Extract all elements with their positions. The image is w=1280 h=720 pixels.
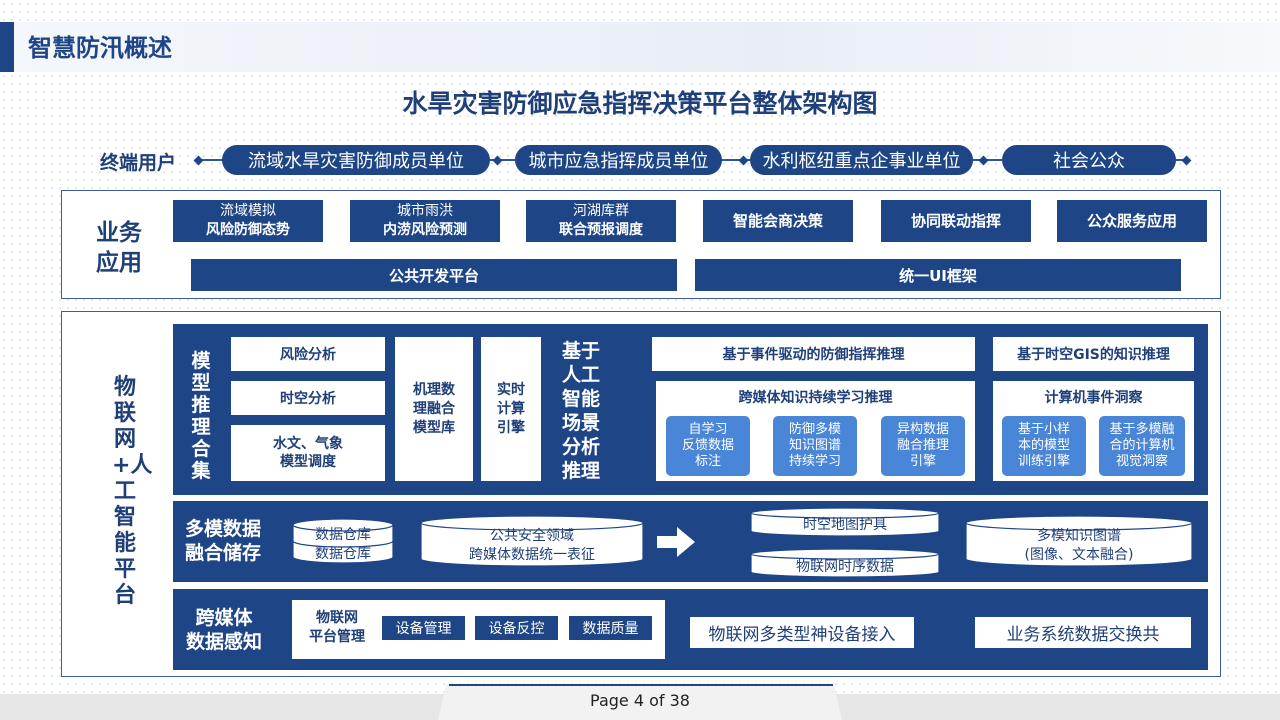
app-city-flood: 城市雨洪 内涝风险预测 — [350, 200, 500, 242]
spatial-map-cylinder — [749, 507, 941, 537]
arrow-right-icon — [657, 527, 695, 557]
header-accent-bar — [0, 22, 14, 72]
user-basin-members: 流域水旱灾害防御成员单位 — [222, 145, 490, 175]
data-storage-label: 多模数据 融合储存 — [185, 518, 262, 564]
connector-dot — [978, 155, 989, 166]
business-exchange-box: 业务系统数据交换共 — [975, 617, 1191, 648]
realtime-compute-engine: 实时 计算 引擎 — [481, 337, 541, 481]
data-quality-button: 数据质量 — [569, 616, 652, 640]
app-line1: 河湖库群 — [573, 203, 629, 219]
spatial-map-label: 时空地图护具 — [803, 517, 887, 533]
mechanism-model-library: 机理数 理融合 模型库 — [395, 337, 473, 481]
device-control-button: 设备反控 — [475, 616, 558, 640]
multimodal-vision-insight: 基于多模融 合的计算机 视觉洞察 — [1099, 416, 1185, 476]
event-driven-reasoning: 基于事件驱动的防御指挥推理 — [652, 337, 975, 371]
iot-series-label: 物联网时序数据 — [796, 559, 894, 575]
business-label-line2: 应用 — [96, 250, 142, 276]
header-band — [0, 22, 1280, 72]
app-line2: 内涝风险预测 — [383, 222, 467, 238]
warehouse-label-2: 数据仓库 — [315, 546, 371, 562]
connector-dot — [492, 155, 503, 166]
self-learning-feedback: 自学习 反馈数据 标注 — [666, 416, 750, 476]
user-hydro-enterprises: 水利枢纽重点企事业单位 — [750, 145, 973, 175]
business-application-label: 业务 应用 — [96, 218, 142, 278]
knowledge-graph-learning: 防御多模 知识图谱 持续学习 — [773, 416, 857, 476]
diagram-title: 水旱灾害防御应急指挥决策平台整体架构图 — [402, 89, 878, 118]
user-public: 社会公众 — [1002, 145, 1176, 175]
data-perception-label: 跨媒体 数据感知 — [186, 607, 263, 653]
spatiotemporal-analysis-box: 时空分析 — [231, 381, 385, 415]
few-shot-training-engine: 基于小样 本的模型 训练引擎 — [1002, 416, 1086, 476]
iot-ai-platform-label: 物联网+人工智能平台 — [112, 375, 153, 608]
app-line2: 联合预报调度 — [559, 222, 643, 238]
connector-dot — [738, 155, 749, 166]
public-dev-platform: 公共开发平台 — [191, 259, 677, 291]
warehouse-label-1: 数据仓库 — [315, 527, 371, 543]
risk-analysis-box: 风险分析 — [231, 337, 385, 371]
app-line1: 流域模拟 — [220, 203, 276, 219]
footer-accent-line — [449, 684, 833, 686]
app-line2: 风险防御态势 — [206, 222, 290, 238]
app-basin-risk: 流域模拟 风险防御态势 — [173, 200, 323, 242]
gis-knowledge-reasoning: 基于时空GIS的知识推理 — [993, 337, 1194, 371]
app-reservoir-dispatch: 河湖库群 联合预报调度 — [526, 200, 676, 242]
user-city-emergency: 城市应急指挥成员单位 — [515, 145, 722, 175]
data-warehouse-cylinder — [291, 517, 395, 565]
ai-scene-reasoning-label: 基于 人工 智能 场景 分析 推理 — [561, 340, 600, 482]
page-number: Page 4 of 38 — [590, 691, 690, 710]
device-access-box: 物联网多类型神设备接入 — [690, 617, 914, 648]
cross-media-learning-title: 跨媒体知识持续学习推理 — [738, 390, 893, 406]
public-safety-cylinder — [419, 514, 645, 568]
business-label-line1: 业务 — [96, 220, 142, 246]
knowledge-graph-label: 多模知识图谱 (图像、文本融合) — [1024, 528, 1134, 563]
hydro-weather-dispatch-box: 水文、气象 模型调度 — [231, 425, 385, 481]
unified-ui-framework: 统一UI框架 — [695, 259, 1181, 291]
iot-series-cylinder — [749, 548, 941, 578]
terminal-users-label: 终端用户 — [100, 152, 177, 174]
heterogeneous-fusion-engine: 异构数据 融合推理 引擎 — [881, 416, 965, 476]
knowledge-graph-cylinder — [964, 514, 1194, 568]
computer-event-insight-title: 计算机事件洞察 — [1044, 390, 1143, 406]
connector-dot — [193, 155, 204, 166]
public-safety-label: 公共安全领域 跨媒体数据统一表征 — [469, 528, 595, 563]
iot-platform-label: 物联网 平台管理 — [309, 610, 365, 645]
model-reasoning-label: 模型推理合集 — [191, 350, 211, 482]
app-smart-consultation: 智能会商决策 — [703, 200, 853, 242]
footer-tab — [438, 684, 842, 720]
device-management-button: 设备管理 — [382, 616, 465, 640]
connector-dot — [1181, 155, 1192, 166]
app-collaborative-command: 协同联动指挥 — [881, 200, 1031, 242]
app-public-service: 公众服务应用 — [1057, 200, 1207, 242]
app-line1: 城市雨洪 — [397, 203, 453, 219]
section-title: 智慧防汛概述 — [28, 34, 172, 62]
